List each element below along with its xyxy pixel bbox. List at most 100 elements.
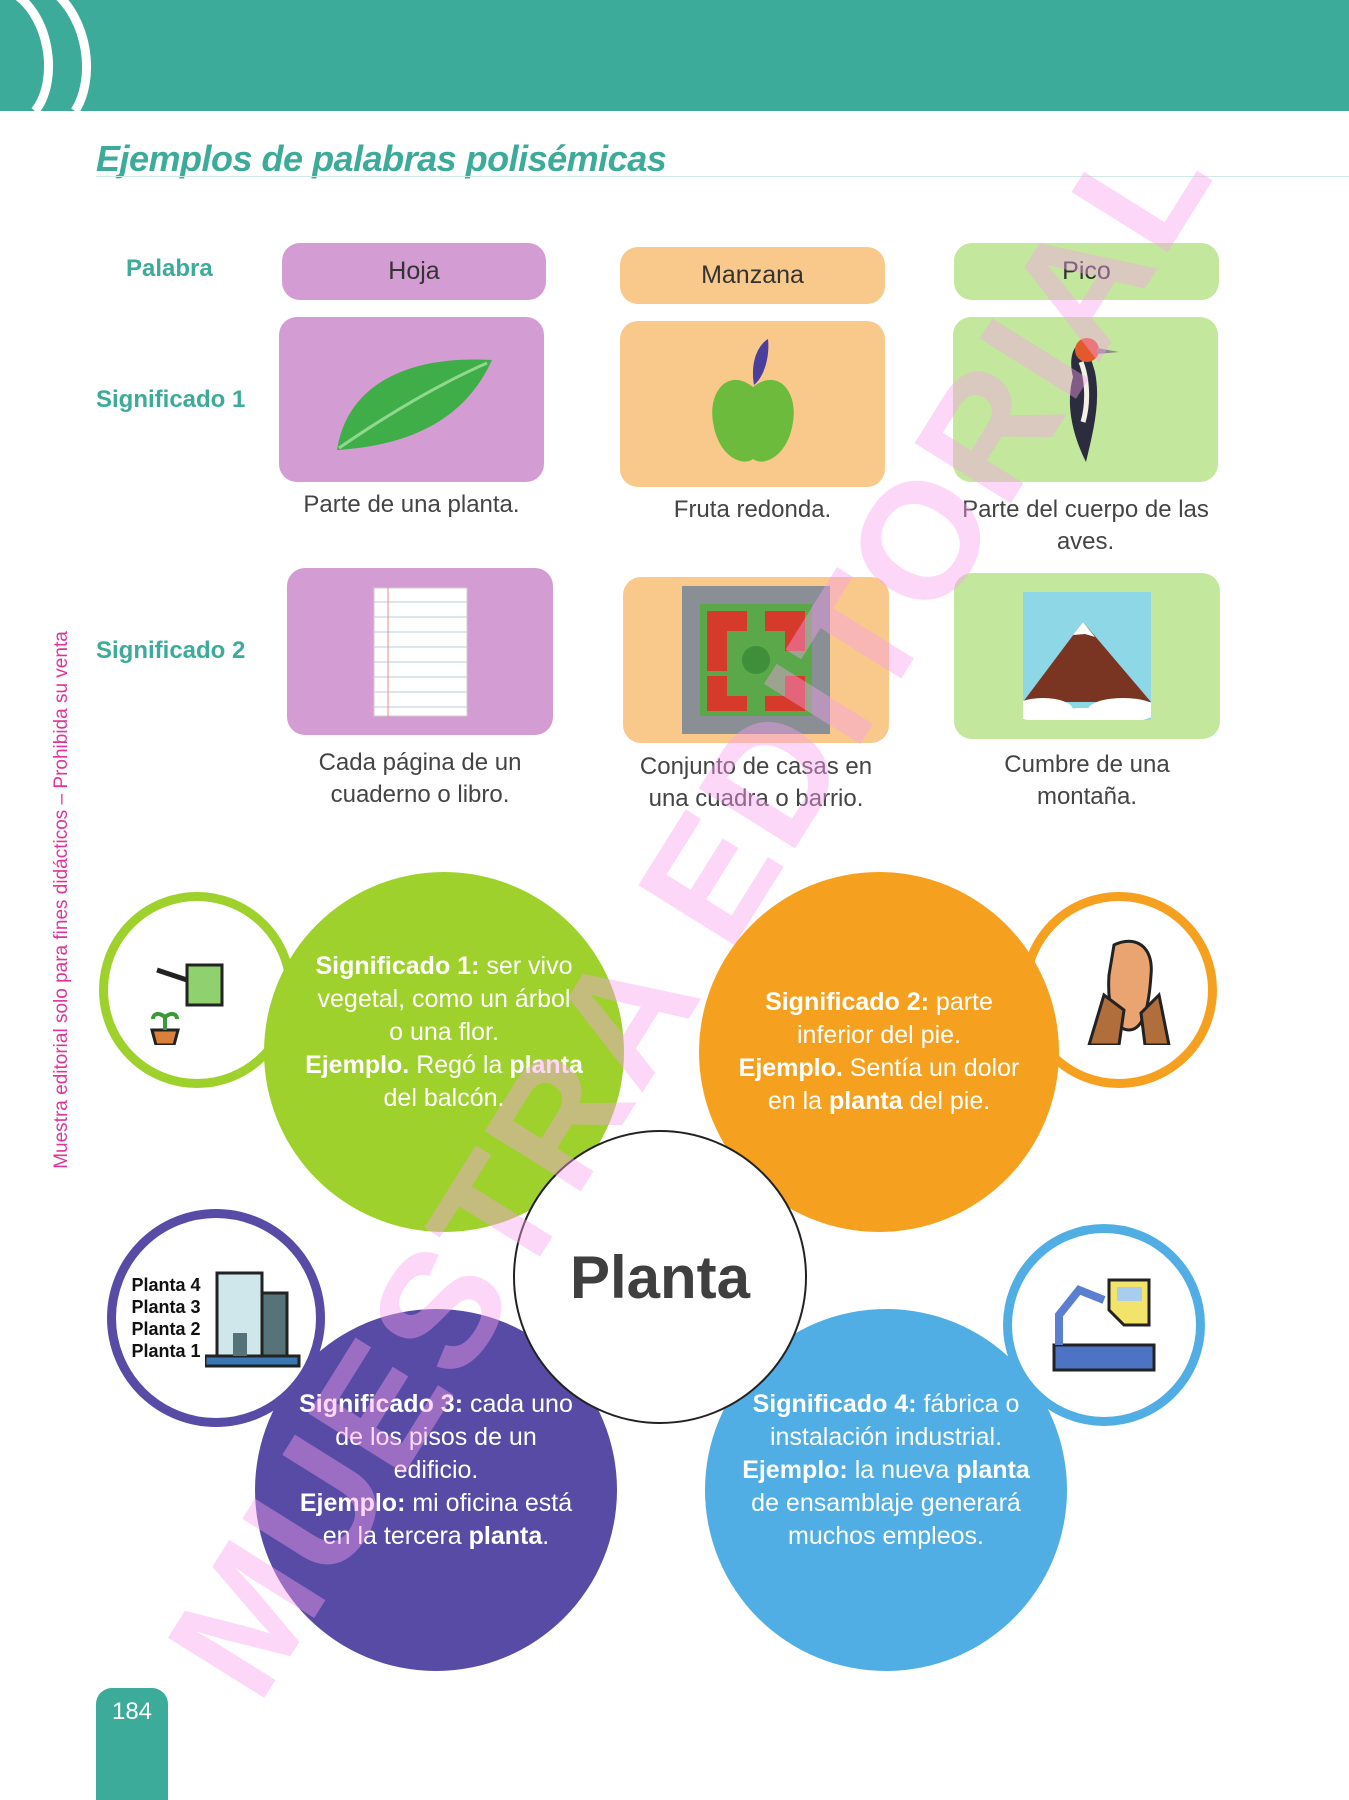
header-band [0, 0, 1349, 111]
meaning-line: vegetal, como un árbol [305, 983, 583, 1016]
building-icon [204, 1271, 301, 1368]
bold-segment: Ejemplo. [305, 1050, 410, 1079]
meaning-line: edificio. [299, 1454, 573, 1487]
meaning-line: instalación industrial. [742, 1421, 1030, 1454]
caption-line: Parte del cuerpo de las [962, 496, 1209, 523]
text-segment: edificio. [393, 1455, 479, 1484]
caption-line: Cada página de un [318, 749, 522, 776]
caption-line: Cumbre de una [1004, 751, 1170, 778]
word-pill-hoja: Hoja [282, 243, 546, 300]
bold-segment: Significado 2: [765, 988, 929, 1016]
floor-label: Planta 3 [131, 1297, 201, 1317]
caption-hoja-2: Cada página de un cuaderno o libro. [287, 747, 553, 811]
caption-line: cuaderno o libro. [330, 781, 510, 808]
building-illustration: Planta 4 Planta 3 Planta 2 Planta 1 [131, 1268, 301, 1368]
text-segment: del balcón. [383, 1083, 505, 1112]
text-segment: ser vivo [479, 951, 573, 980]
text-segment: Sentía un dolor [842, 1054, 1020, 1082]
text-segment: instalación industrial. [769, 1422, 1003, 1451]
bold-segment: Ejemplo. [738, 1054, 843, 1082]
floor-label: Planta 2 [131, 1319, 201, 1339]
meaning-line: en la tercera planta. [299, 1520, 573, 1553]
text-segment: en la [767, 1087, 829, 1115]
text-segment: . [542, 1521, 550, 1550]
meaning-line: o una flor. [305, 1016, 583, 1049]
center-word-planta: Planta [513, 1130, 807, 1424]
text-segment: mi oficina está [405, 1488, 573, 1517]
meaning-line: Ejemplo. Sentía un dolor [739, 1052, 1020, 1085]
bold-segment: Significado 4: [752, 1389, 917, 1418]
notebook-page-icon [287, 568, 553, 735]
building-floor-labels: Planta 4 Planta 3 Planta 2 Planta 1 [131, 1274, 200, 1362]
text-segment: de los pisos de un [335, 1422, 537, 1451]
bold-segment: Significado 3: [299, 1389, 464, 1418]
word-pill-manzana: Manzana [620, 247, 885, 304]
meaning-line: Ejemplo: la nueva planta [742, 1454, 1030, 1487]
meaning-line: Ejemplo: mi oficina está [299, 1487, 573, 1520]
text-segment: vegetal, como un árbol [317, 984, 571, 1013]
bold-segment: Ejemplo: [742, 1455, 848, 1484]
text-segment: en la tercera [322, 1521, 469, 1550]
header-arcs-decoration [15, 0, 92, 111]
meaning-line: de ensamblaje generará [742, 1487, 1030, 1520]
meaning-line: inferior del pie. [739, 1019, 1020, 1052]
page-title: Ejemplos de palabras polisémicas [96, 138, 667, 179]
meaning-line: muchos empleos. [742, 1520, 1030, 1553]
meaning-line: en la planta del pie. [739, 1085, 1020, 1118]
assembly-line-icon [1052, 1278, 1156, 1372]
bold-segment: Significado 1: [315, 951, 480, 980]
meaning-line: Significado 2: parte [739, 986, 1020, 1019]
side-watermark: Muestra editorial solo para fines didáct… [51, 631, 72, 1169]
text-segment: muchos empleos. [788, 1521, 984, 1550]
caption-pico-1: Parte del cuerpo de las aves. [953, 494, 1218, 558]
caption-pico-2: Cumbre de una montaña. [954, 749, 1220, 813]
leaf-icon [279, 317, 544, 482]
caption-line: Conjunto de casas en [639, 753, 873, 780]
building-ring: Planta 4 Planta 3 Planta 2 Planta 1 [107, 1209, 325, 1427]
meaning-line: de los pisos de un [299, 1421, 573, 1454]
text-segment: cada uno [463, 1389, 573, 1418]
city-block-icon [623, 577, 889, 743]
floor-label: Planta 1 [131, 1341, 201, 1361]
text-segment: fábrica o [916, 1389, 1020, 1418]
bold-segment: planta [509, 1050, 583, 1079]
row-label-meaning2: Significado 2 [96, 637, 246, 664]
meaning-line: Ejemplo. Regó la planta [305, 1049, 583, 1082]
text-segment: la nueva [847, 1455, 957, 1484]
bold-segment: planta [956, 1455, 1030, 1484]
foot-massage-icon [1087, 939, 1171, 1045]
text-segment: de ensamblaje generará [751, 1488, 1021, 1517]
page-number: 184 [96, 1688, 168, 1800]
meaning-line: Significado 3: cada uno [299, 1388, 573, 1421]
title-divider [96, 176, 1349, 177]
mountain-peak-icon [954, 573, 1220, 739]
meaning-line: Significado 1: ser vivo [305, 950, 583, 983]
text-segment: Regó la [409, 1050, 510, 1079]
bold-segment: planta [828, 1087, 903, 1115]
woodpecker-icon [953, 317, 1218, 482]
word-pill-pico: Pico [954, 243, 1219, 300]
apple-icon [620, 321, 885, 487]
text-segment: inferior del pie. [797, 1021, 961, 1049]
bold-segment: planta [468, 1521, 543, 1550]
text-segment: del pie. [902, 1087, 991, 1115]
meaning-line: Significado 4: fábrica o [742, 1388, 1030, 1421]
watering-can-icon [150, 963, 224, 1045]
text-segment: parte [928, 988, 993, 1016]
caption-line: una cuadra o barrio. [648, 785, 864, 812]
watering-can-ring [99, 892, 295, 1088]
meaning-line: del balcón. [305, 1082, 583, 1115]
caption-manzana-2: Conjunto de casas en una cuadra o barrio. [623, 751, 889, 815]
factory-ring [1003, 1224, 1205, 1426]
row-label-meaning1: Significado 1 [96, 386, 246, 413]
caption-line: montaña. [1036, 783, 1138, 810]
text-segment: o una flor. [389, 1017, 499, 1046]
caption-line: aves. [1056, 528, 1115, 555]
caption-hoja-1: Parte de una planta. [303, 491, 520, 518]
bold-segment: Ejemplo: [299, 1488, 406, 1517]
